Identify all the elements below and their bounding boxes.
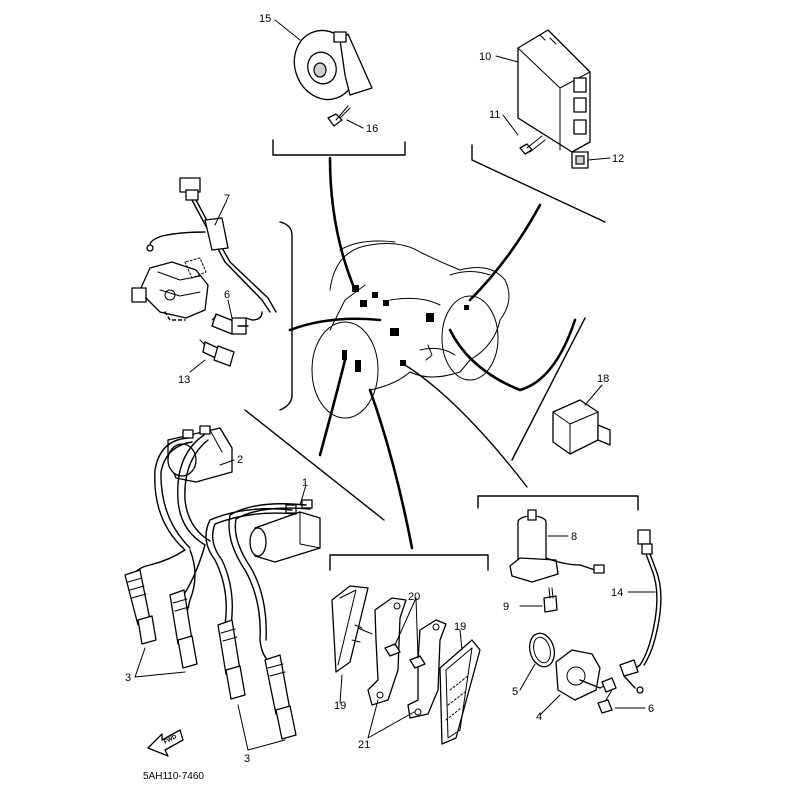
spark-plug-leads [129,434,311,666]
callout-6: 6 [648,703,654,715]
callout-labels: 15 16 10 11 12 7 6 13 2 1 3 3 18 8 9 14 … [125,13,654,765]
bracket-part-21-right [407,619,447,719]
callout-14: 13 [178,374,190,386]
callout-8: 7 [224,193,230,205]
drawing-code: 5AH110-7460 [143,771,204,782]
callout-16: 18 [597,373,609,385]
callout-20: 20 [408,591,420,603]
neutral-switch-part-7 [211,313,249,335]
bracket-lines [244,139,639,571]
nut-part-13 [571,151,589,169]
ignition-coil-part-1 [249,499,321,563]
callout-13: 12 [612,153,624,165]
oil-switch-part-14 [199,339,235,367]
callout-7: 6 [224,289,230,301]
callout-5: 5 [512,686,518,698]
nut-part-20 [357,627,426,669]
bolt-part-10 [543,587,558,613]
switch-part-4 [555,649,601,701]
leader-lines [288,156,577,550]
sensor-lead-part-15 [619,529,662,694]
callout-2: 2 [237,454,243,466]
callout-17: 15 [259,13,271,25]
reflector-part-19-right [439,639,481,745]
callout-3-bottom: 3 [244,753,250,765]
callout-3-left: 3 [125,672,131,684]
sensor-housing [131,257,209,321]
sender-part-9 [509,509,605,583]
callout-9: 8 [571,531,577,543]
ignitor-unit-part-11 [517,29,591,153]
ignition-coil-part-2 [167,425,233,483]
callout-21: 21 [358,739,370,751]
callout-4: 4 [536,711,542,723]
bolt-part-12 [519,135,546,155]
horn-part-17 [293,29,373,101]
callout-15: 14 [611,587,623,599]
callout-19-right: 19 [454,621,466,633]
callout-10: 9 [503,601,509,613]
relay-part-16 [552,399,611,455]
callout-12: 11 [489,109,500,121]
o-ring-part-5 [528,632,556,668]
callout-18: 16 [366,123,378,135]
wire-lead-part-8 [146,177,277,321]
front-arrow-icon: FWD [147,729,184,757]
reflector-part-19-left [331,585,369,673]
callout-1: 1 [302,477,308,489]
callout-11: 10 [479,51,491,63]
callout-leaders [134,19,656,751]
bolt-part-18 [327,105,351,127]
plug-cap-part-3 [124,569,297,740]
motorcycle-silhouette [311,240,510,419]
callout-19-left: 19 [334,700,346,712]
bolt-part-6 [597,677,617,714]
